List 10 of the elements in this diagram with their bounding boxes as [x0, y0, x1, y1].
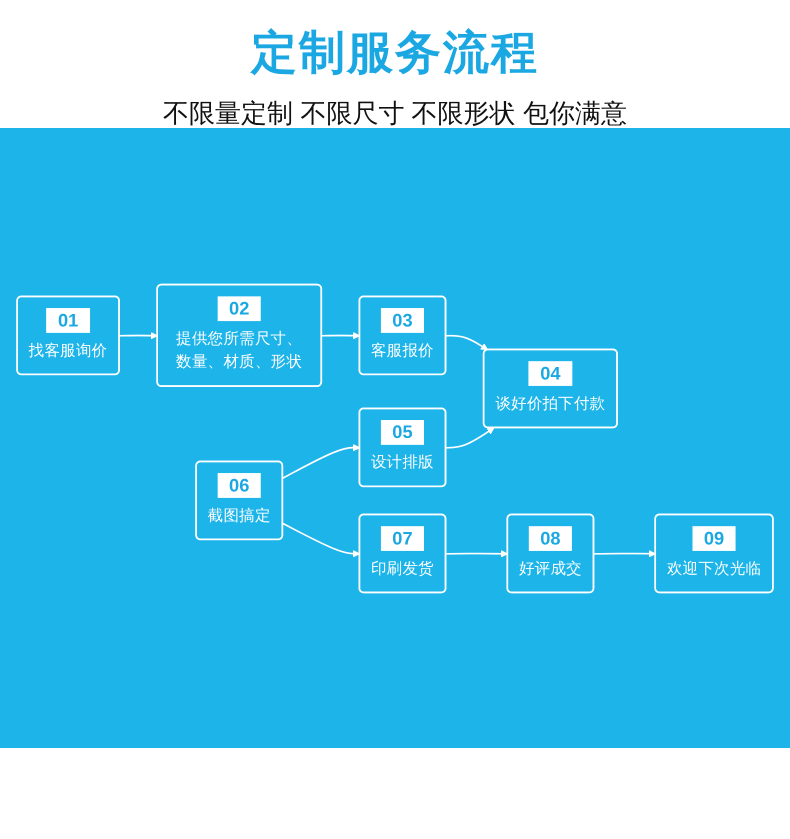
arrow: [594, 550, 656, 557]
arrow: [446, 550, 508, 557]
arrow: [446, 334, 488, 350]
arrow: [322, 332, 360, 339]
title: 定制服务流程: [251, 25, 539, 80]
arrow: [446, 426, 494, 448]
arrow: [282, 522, 360, 557]
arrow: [119, 332, 158, 339]
subtitle: 不限量定制 不限尺寸 不限形状 包你满意: [163, 97, 627, 130]
arrow: [282, 443, 360, 478]
